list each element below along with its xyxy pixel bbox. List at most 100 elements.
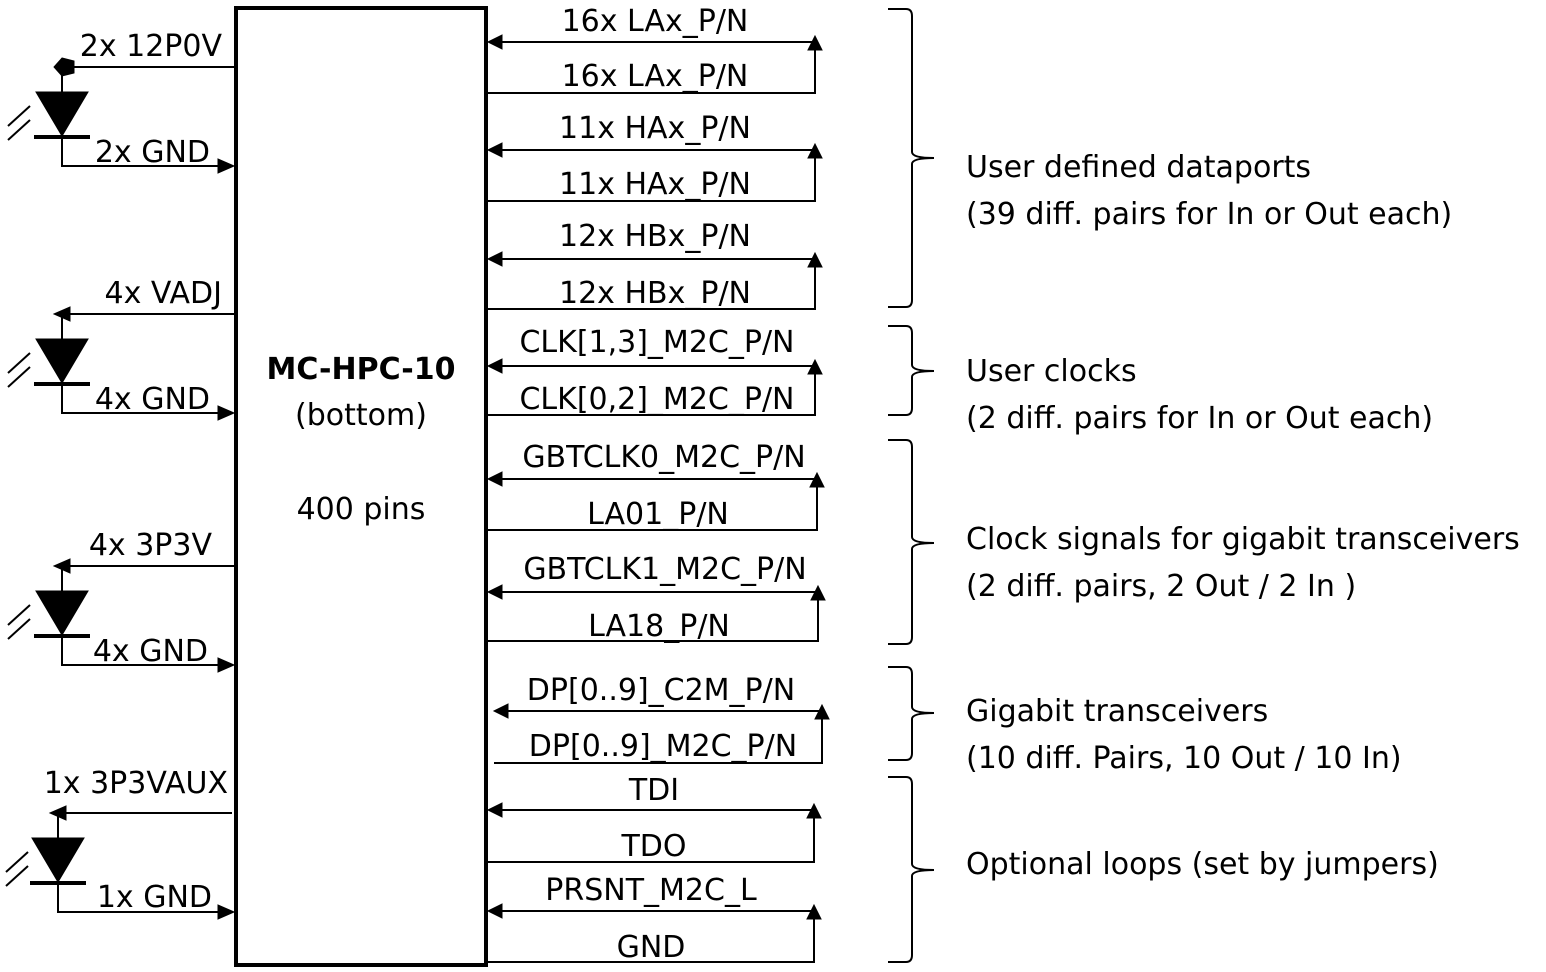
supply-label: 2x 12P0V <box>80 29 223 64</box>
loop-in-arrow <box>486 142 503 158</box>
loop-in-label: GBTCLK0_M2C_P/N <box>522 440 805 475</box>
light-ray-1 <box>7 352 31 374</box>
loop-wire <box>488 41 816 94</box>
light-ray-1 <box>5 851 29 873</box>
loop-up-arrow <box>807 142 823 159</box>
light-ray-2 <box>5 865 29 887</box>
group-title: Optional loops (set by jumpers) <box>966 847 1439 882</box>
ground-arrow <box>217 904 236 920</box>
loop-wire <box>488 591 819 642</box>
loop-out-label: CLK[0,2]_M2C_P/N <box>519 382 794 417</box>
loop-wire <box>488 149 816 202</box>
loop-in-arrow <box>486 471 503 487</box>
loop-in-label: DP[0..9]_C2M_P/N <box>527 673 795 708</box>
supply-wire <box>57 812 232 838</box>
group-title: Gigabit transceivers <box>966 694 1268 729</box>
loop-1: 11x HAx_P/N 11x HAx_P/N <box>486 111 823 202</box>
ground-label: 4x GND <box>93 634 208 669</box>
group-detail: (39 diff. pairs for In or Out each) <box>966 197 1452 232</box>
ground-wire <box>61 636 226 666</box>
loop-up-arrow <box>806 903 822 920</box>
supply-arrow <box>52 306 71 322</box>
loop-out-label: TDO <box>620 829 686 864</box>
power-group-0: 2x 12P0V 2x GND <box>7 29 236 174</box>
power-group-3: 1x 3P3VAUX 1x GND <box>5 766 236 920</box>
loop-out-label: GND <box>617 930 686 965</box>
light-ray-2 <box>7 119 31 141</box>
brace-4 <box>888 776 935 963</box>
loop-7: TDI TDO <box>486 773 822 864</box>
power-group-2: 4x 3P3V 4x GND <box>7 528 236 673</box>
brace-2 <box>888 439 935 645</box>
brace-1 <box>888 325 935 416</box>
ground-wire <box>61 384 226 414</box>
ground-arrow <box>217 405 236 421</box>
loop-up-arrow <box>807 251 823 268</box>
loop-2: 12x HBx_P/N 12x HBx_P/N <box>486 219 823 311</box>
supply-arrow <box>52 558 71 574</box>
supply-arrow <box>53 57 75 77</box>
group-detail: (10 diff. Pairs, 10 Out / 10 In) <box>966 741 1402 776</box>
brace-3 <box>888 666 935 761</box>
loop-4: GBTCLK0_M2C_P/N LA01_P/N <box>486 440 825 532</box>
loop-3: CLK[1,3]_M2C_P/N CLK[0,2]_M2C_P/N <box>486 325 823 417</box>
connector-box <box>234 6 488 967</box>
led-icon <box>35 590 89 636</box>
loop-wire <box>488 809 815 863</box>
loop-in-arrow <box>492 703 509 719</box>
brace-0 <box>888 8 935 308</box>
ground-arrow <box>217 158 236 174</box>
loop-8: PRSNT_M2C_L GND <box>486 873 822 965</box>
supply-label: 1x 3P3VAUX <box>44 766 228 801</box>
led-icon <box>31 837 85 883</box>
loop-wire <box>488 478 818 531</box>
loop-in-arrow <box>486 251 503 267</box>
loop-in-arrow <box>486 584 503 600</box>
loop-in-label: 16x LAx_P/N <box>562 4 749 39</box>
loop-up-arrow <box>806 802 822 819</box>
loop-out-label: DP[0..9]_M2C_P/N <box>529 729 797 764</box>
loop-up-arrow <box>807 34 823 51</box>
loop-in-label: CLK[1,3]_M2C_P/N <box>519 325 794 360</box>
supply-label: 4x 3P3V <box>89 528 213 563</box>
loop-in-label: GBTCLK1_M2C_P/N <box>523 552 806 587</box>
ground-label: 2x GND <box>95 135 210 170</box>
loop-in-label: 12x HBx_P/N <box>559 219 751 254</box>
loop-out-label: LA18_P/N <box>588 609 730 644</box>
chip-side: (bottom) <box>295 398 427 433</box>
power-group-1: 4x VADJ 4x GND <box>7 276 236 421</box>
supply-label: 4x VADJ <box>105 276 222 311</box>
supply-wire <box>61 565 236 591</box>
ground-wire <box>61 137 226 167</box>
loop-out-label: 11x HAx_P/N <box>559 167 751 202</box>
loop-wire <box>488 258 816 310</box>
loop-in-arrow <box>486 358 503 374</box>
loop-wire <box>488 910 815 963</box>
loop-in-label: 11x HAx_P/N <box>559 111 751 146</box>
led-icon <box>35 338 89 384</box>
chip-pins: 400 pins <box>297 492 426 527</box>
supply-wire <box>61 313 236 339</box>
ground-label: 1x GND <box>97 880 212 915</box>
loop-6: DP[0..9]_C2M_P/N DP[0..9]_M2C_P/N <box>492 673 830 764</box>
light-ray-1 <box>7 604 31 626</box>
loop-0: 16x LAx_P/N 16x LAx_P/N <box>486 4 823 94</box>
light-ray-2 <box>7 618 31 640</box>
loop-in-arrow <box>486 802 503 818</box>
led-icon <box>35 91 89 137</box>
group-title: Clock signals for gigabit transceivers <box>966 522 1520 557</box>
group-title: User defined dataports <box>966 150 1311 185</box>
loop-in-label: PRSNT_M2C_L <box>545 873 757 908</box>
loop-out-label: 12x HBx_P/N <box>559 276 751 311</box>
loop-out-label: LA01_P/N <box>587 497 729 532</box>
loop-5: GBTCLK1_M2C_P/N LA18_P/N <box>486 552 826 644</box>
supply-arrow <box>48 805 67 821</box>
loop-in-arrow <box>486 34 503 50</box>
light-ray-2 <box>7 366 31 388</box>
ground-label: 4x GND <box>95 382 210 417</box>
loop-up-arrow <box>814 703 830 720</box>
loop-out-label: 16x LAx_P/N <box>562 59 749 94</box>
supply-wire <box>61 66 236 92</box>
ground-arrow <box>217 657 236 673</box>
